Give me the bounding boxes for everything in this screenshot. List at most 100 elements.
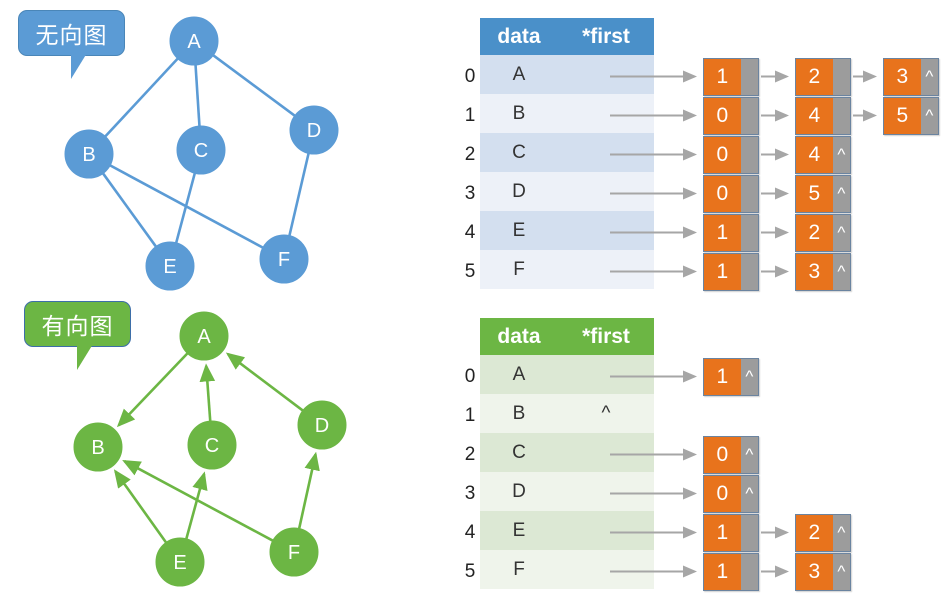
list-node-value: 1 bbox=[704, 253, 741, 290]
list-node-pointer bbox=[832, 58, 850, 95]
table-row: F bbox=[480, 250, 654, 289]
list-node-value: 0 bbox=[704, 136, 741, 173]
svg-text:C: C bbox=[205, 435, 219, 457]
graph-node-A: A bbox=[169, 16, 219, 66]
list-node-value: 4 bbox=[796, 97, 833, 134]
table-row: D bbox=[480, 472, 654, 511]
cell-data: E bbox=[480, 211, 558, 250]
graph-node-E: E bbox=[145, 241, 195, 291]
row-index: 1 bbox=[464, 105, 476, 126]
table-row: F bbox=[480, 550, 654, 589]
table-row: E bbox=[480, 211, 654, 250]
list-node-value: 2 bbox=[796, 214, 833, 251]
table-row: A bbox=[480, 355, 654, 394]
cell-data: B bbox=[480, 394, 558, 433]
list-node: 0 bbox=[703, 135, 759, 174]
list-node: 1 bbox=[703, 213, 759, 252]
row-index: 3 bbox=[464, 483, 476, 504]
list-node-value: 1 bbox=[704, 514, 741, 551]
list-node: 4 bbox=[795, 96, 851, 135]
row-index: 3 bbox=[464, 183, 476, 204]
cell-first bbox=[558, 55, 654, 94]
table-row: C bbox=[480, 133, 654, 172]
cell-data: A bbox=[480, 55, 558, 94]
list-node: 1 bbox=[703, 252, 759, 291]
graph-node-D: D bbox=[297, 400, 347, 450]
list-node-pointer bbox=[740, 253, 758, 290]
list-node: 2^ bbox=[795, 213, 851, 252]
graph-node-C: C bbox=[176, 125, 226, 175]
list-node-null-terminator: ^ bbox=[740, 436, 758, 473]
svg-text:D: D bbox=[315, 415, 329, 437]
cell-first bbox=[558, 94, 654, 133]
list-node: 1^ bbox=[703, 357, 759, 396]
table-header-row: data *first bbox=[480, 18, 654, 55]
list-node: 3^ bbox=[795, 252, 851, 291]
list-node: 5^ bbox=[795, 174, 851, 213]
directed-callout: 有向图 bbox=[24, 301, 131, 370]
list-node-null-terminator: ^ bbox=[832, 553, 850, 590]
svg-text:F: F bbox=[278, 249, 290, 271]
cell-first bbox=[558, 550, 654, 589]
list-node-value: 3 bbox=[884, 58, 921, 95]
list-node-pointer bbox=[832, 97, 850, 134]
list-node-value: 2 bbox=[796, 514, 833, 551]
list-node-null-terminator: ^ bbox=[740, 358, 758, 395]
list-node: 0^ bbox=[703, 474, 759, 513]
cell-first bbox=[558, 250, 654, 289]
cell-data: D bbox=[480, 172, 558, 211]
list-node: 3^ bbox=[795, 552, 851, 591]
directed-graph-panel: 有向图 bbox=[0, 300, 460, 601]
cell-data: A bbox=[480, 355, 558, 394]
row-index: 0 bbox=[464, 66, 476, 87]
table-row: B bbox=[480, 94, 654, 133]
svg-text:F: F bbox=[288, 542, 300, 564]
svg-text:B: B bbox=[91, 437, 104, 459]
graph-node-D: D bbox=[289, 105, 339, 155]
cell-data: F bbox=[480, 250, 558, 289]
list-node-pointer bbox=[740, 514, 758, 551]
list-node-value: 4 bbox=[796, 136, 833, 173]
cell-data: C bbox=[480, 433, 558, 472]
list-node-pointer bbox=[740, 97, 758, 134]
svg-text:D: D bbox=[307, 120, 321, 142]
row-index: 5 bbox=[464, 261, 476, 282]
cell-first: ^ bbox=[558, 394, 654, 433]
undirected-callout: 无向图 bbox=[18, 10, 125, 79]
svg-text:A: A bbox=[187, 31, 201, 53]
list-node-value: 5 bbox=[884, 97, 921, 134]
list-node-pointer bbox=[740, 58, 758, 95]
list-node-pointer bbox=[740, 214, 758, 251]
graph-node-E: E bbox=[155, 537, 205, 587]
list-node: 5^ bbox=[883, 96, 939, 135]
table-row: C bbox=[480, 433, 654, 472]
cell-data: F bbox=[480, 550, 558, 589]
column-header-first: *first bbox=[558, 318, 654, 355]
list-node: 1 bbox=[703, 552, 759, 591]
list-node-pointer bbox=[740, 553, 758, 590]
directed-graph-svg: A B C D E F bbox=[73, 311, 347, 587]
column-header-data: data bbox=[480, 318, 558, 355]
cell-data: C bbox=[480, 133, 558, 172]
svg-text:C: C bbox=[194, 140, 208, 162]
list-node-value: 1 bbox=[704, 58, 741, 95]
list-node-value: 2 bbox=[796, 58, 833, 95]
callout-tail-icon bbox=[71, 53, 87, 79]
list-node-value: 0 bbox=[704, 97, 741, 134]
row-index: 0 bbox=[464, 366, 476, 387]
cell-data: D bbox=[480, 472, 558, 511]
list-node-value: 5 bbox=[796, 175, 833, 212]
list-node-value: 1 bbox=[704, 553, 741, 590]
list-node-value: 1 bbox=[704, 358, 741, 395]
svg-text:A: A bbox=[197, 326, 211, 348]
list-node: 0 bbox=[703, 96, 759, 135]
graph-node-A: A bbox=[179, 311, 229, 361]
row-index: 2 bbox=[464, 144, 476, 165]
list-node-value: 0 bbox=[704, 436, 741, 473]
list-node-null-terminator: ^ bbox=[832, 253, 850, 290]
cell-first bbox=[558, 355, 654, 394]
